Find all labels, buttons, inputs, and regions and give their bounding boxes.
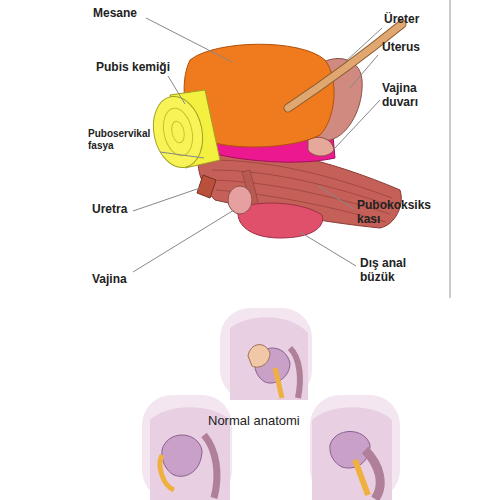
organ-label: Mesane bbox=[93, 6, 173, 20]
organ-label: Üreter bbox=[384, 12, 444, 26]
structure-label: Vajina duvarı bbox=[382, 81, 440, 109]
caption-label: Normal anatomi bbox=[208, 413, 300, 428]
organ-label: Uretra bbox=[92, 202, 152, 216]
muscle-label: Dış anal büzük bbox=[360, 256, 422, 284]
muscle-label: Pubokoksiks kası bbox=[357, 198, 437, 226]
bone-label: Pubis kemiği bbox=[96, 60, 196, 74]
fascia-label: Puboservikal fasya bbox=[88, 128, 160, 152]
organ-label: Uterus bbox=[382, 40, 442, 54]
organ-label: Vajina bbox=[92, 272, 152, 286]
